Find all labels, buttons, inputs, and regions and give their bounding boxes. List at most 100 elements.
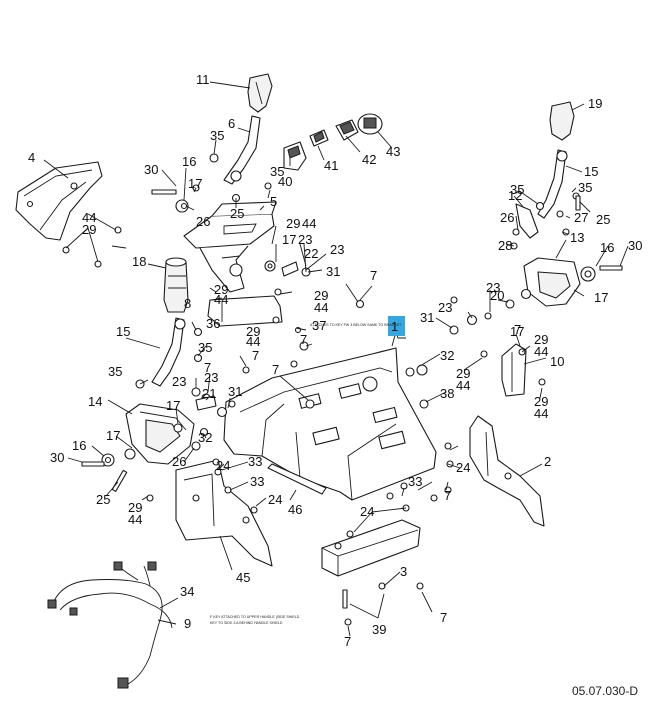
callout-29-e: 29 [246,324,260,339]
callout-29-i: 29 [534,394,548,409]
callout-17-c: 17 [166,398,180,413]
callout-12: 12 [508,188,522,203]
callout-25-c: 25 [596,212,610,227]
callout-32-a: 32 [198,430,212,445]
part-11-handle-grip [247,73,273,113]
callout-13: 13 [570,230,584,245]
callout-16-c: 16 [600,240,614,255]
leader-lines [43,81,629,637]
callout-1: 1 [391,319,398,334]
callout-37: 37 [312,318,326,333]
callout-11: 11 [196,72,210,87]
callout-30-c: 30 [628,238,642,253]
callout-35-f: 35 [578,180,592,195]
part-40-switch [283,141,307,171]
callout-35-a: 35 [210,128,224,143]
callout-6: 6 [228,116,235,131]
callout-15-b: 15 [584,164,598,179]
callout-34: 34 [180,584,194,599]
callout-23-e: 23 [438,300,452,315]
callout-31-c: 31 [420,310,434,325]
part-41-connector [309,129,329,147]
callout-44-g: 44 [456,378,470,393]
callout-7-a: 7 [370,268,377,283]
callout-25-b: 25 [96,492,110,507]
callout-35-c: 35 [198,340,212,355]
callout-24-a: 24 [216,458,230,473]
callout-23-a: 23 [298,232,312,247]
callout-30-b: 30 [50,450,64,465]
part-19-grip [549,101,575,141]
part-13-handle-housing-right [523,257,581,307]
note-bracket: ATTACHES TO KEY FW 3 BELOW SAME TO BRACK… [310,323,402,327]
callout-19: 19 [588,96,602,111]
callout-44-e: 44 [246,334,260,349]
callout-17-d: 17 [106,428,120,443]
callout-33-c: 33 [408,474,422,489]
callout-1-highlight [388,316,405,336]
callout-29-a: 29 [82,222,96,237]
callout-24-d: 24 [456,460,470,475]
callout-18: 18 [132,254,146,269]
part-45-side-plate [175,459,273,567]
part-46-rod [267,463,327,495]
part-3-crossbar [321,519,421,577]
callout-40: 40 [278,174,292,189]
callout-10: 10 [550,354,564,369]
drawing-code: 05.07.030-D [571,684,638,698]
callout-42: 42 [362,152,376,167]
callout-23-d: 23 [204,370,218,385]
callout-5: 5 [270,194,277,209]
callout-7-f: 7 [444,488,451,503]
callout-41: 41 [324,158,338,173]
callout-31-a: 31 [326,264,340,279]
callout-23-f: 23 [486,280,500,295]
part-8-bracket [207,295,283,327]
callout-44-a: 44 [82,210,96,225]
callout-7-i: 7 [514,322,521,337]
callout-15-a: 15 [116,324,130,339]
callout-7-e: 7 [272,362,279,377]
callout-7-c: 7 [252,348,259,363]
callout-25-a: 25 [230,206,244,221]
part-12-bracket [515,203,539,239]
part-4-shroud [15,161,103,241]
callout-38: 38 [440,386,454,401]
callout-24-c: 24 [360,504,374,519]
callout-44-c: 44 [214,292,228,307]
callout-44-b: 44 [302,216,316,231]
callout-21: 21 [202,386,216,401]
callout-17-b: 17 [282,232,296,247]
callout-4: 4 [28,150,35,165]
callout-44-f: 44 [128,512,142,527]
callout-22: 22 [304,246,318,261]
callout-45: 45 [236,570,250,585]
part-18-knob [163,257,189,313]
callout-29-b: 29 [286,216,300,231]
part-34-wire-harness [47,561,173,689]
callout-44-i: 44 [534,406,548,421]
callout-39: 39 [372,622,386,637]
callout-16-a: 16 [182,154,196,169]
callout-44-d: 44 [314,300,328,315]
callout-26-b: 26 [172,454,186,469]
callout-29-g: 29 [456,366,470,381]
callout-2: 2 [544,454,551,469]
part-5-console-bracket [183,201,277,293]
callout-7-h: 7 [344,634,351,649]
callout-29-h: 29 [534,332,548,347]
callout-7-d: 7 [204,360,211,375]
callout-28: 28 [498,238,512,253]
part-15-lever-left [151,317,186,387]
callout-labels: 1 2 3 4 5 6 7 7 7 7 7 7 7 7 7 8 9 10 11 … [28,72,642,649]
callout-20: 20 [490,288,504,303]
callout-32-b: 32 [440,348,454,363]
callout-33-b: 33 [250,474,264,489]
callout-16-b: 16 [72,438,86,453]
callout-33-a: 33 [248,454,262,469]
callout-17-f: 17 [594,290,608,305]
part-15-lever-right [537,149,568,219]
callout-17-a: 17 [188,176,202,191]
part-42-connector [335,119,359,141]
part-1-main-frame [223,347,437,501]
